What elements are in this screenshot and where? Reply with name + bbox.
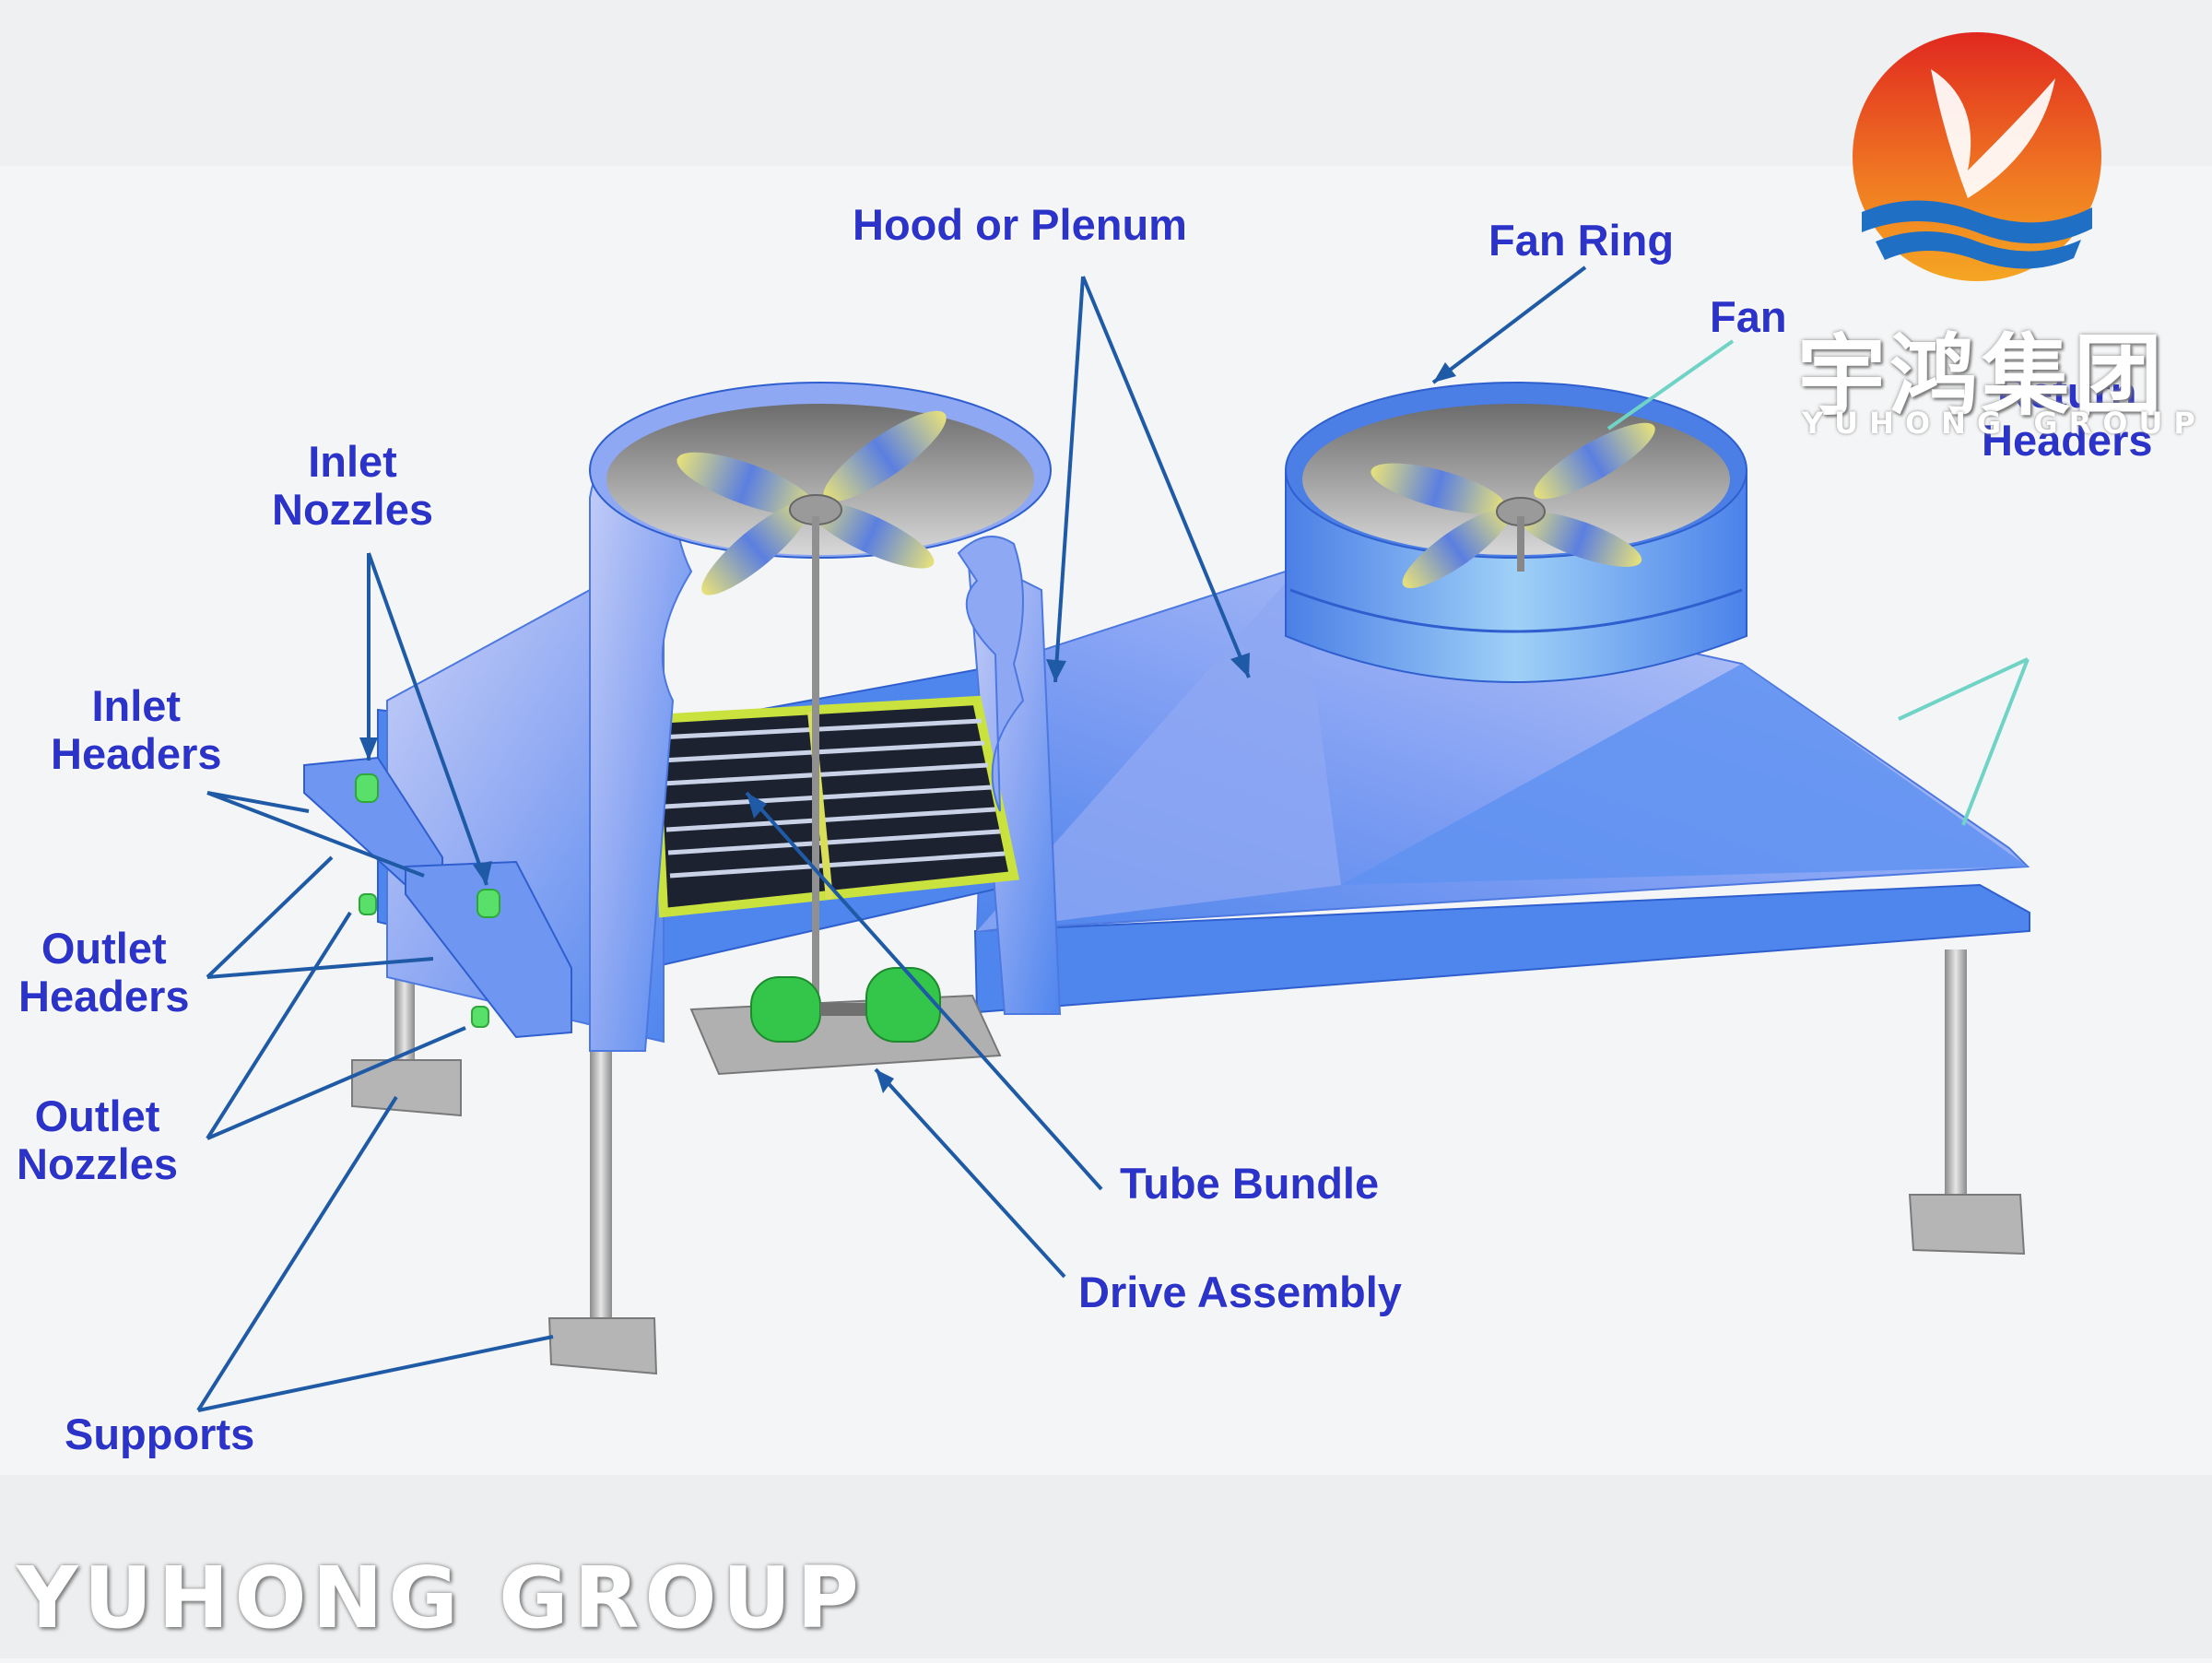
- label-outlet-headers: Outlet Headers: [18, 925, 190, 1020]
- support-leg-3: [1945, 949, 1967, 1217]
- label-inlet-nozzles: Inlet Nozzles: [272, 438, 433, 534]
- right-fan-blade-4: [1402, 508, 1511, 589]
- label-return-headers-line1: Return: [1997, 368, 2137, 417]
- arrow-outlet-headers-2: [206, 957, 434, 979]
- logo-chinese-text: 宇鸿集团: [1797, 324, 2166, 428]
- drive-assembly: [689, 967, 1002, 1076]
- label-fan-ring: Fan Ring: [1488, 216, 1675, 265]
- support-baseplate-2: [547, 1317, 658, 1375]
- label-supports: Supports: [65, 1409, 255, 1458]
- right-fan-shaft: [1517, 516, 1524, 572]
- right-plenum-face-left: [977, 567, 1341, 931]
- right-frame-rail: [973, 883, 2030, 1014]
- arrow-supports-1: [196, 1095, 398, 1412]
- label-inlet-headers: Inlet Headers: [51, 682, 222, 778]
- label-outlet-headers-line2: Headers: [18, 972, 190, 1020]
- label-drive-assembly: Drive Assembly: [1078, 1268, 1402, 1316]
- label-return-headers-line2: Headers: [1982, 416, 2153, 465]
- label-outlet-headers-line1: Outlet: [41, 924, 167, 973]
- arrow-outlet-headers-1: [206, 855, 334, 979]
- label-inlet-headers-line1: Inlet: [91, 681, 182, 730]
- arrowhead-inlet-nozzles-1: [359, 737, 378, 761]
- logo-wave-2: [1876, 231, 2081, 269]
- arrowhead-hood-2: [1230, 653, 1250, 678]
- right-fan-blade-1: [1371, 463, 1505, 514]
- arrow-fan: [1606, 339, 1735, 430]
- left-fan-blade-2: [823, 410, 947, 502]
- arrow-heads: [359, 362, 1456, 1093]
- support-baseplate-3: [1908, 1194, 2026, 1256]
- arrow-inlet-nozzles-2: [367, 552, 488, 886]
- drive-motor: [750, 976, 821, 1043]
- watermark-text: YUHONG GROUP: [17, 1549, 865, 1647]
- label-inlet-headers-line2: Headers: [51, 729, 222, 778]
- left-plenum-cutaway-right: [957, 536, 1025, 812]
- right-fan-blade-2: [1534, 422, 1655, 500]
- support-baseplate-1: [351, 1059, 462, 1117]
- tube-bundle-body: [649, 695, 1020, 918]
- drive-coupling: [820, 1003, 868, 1016]
- inlet-nozzle-2: [477, 889, 500, 918]
- supports-legs: [351, 922, 2026, 1375]
- tube-bundle-tubes: [658, 711, 1006, 900]
- outlet-header: [405, 860, 572, 1039]
- right-unit: [973, 382, 2030, 1014]
- right-fan-blade-3: [1519, 512, 1642, 567]
- arrowhead-fan-ring: [1433, 362, 1456, 383]
- label-inlet-nozzles-line1: Inlet: [308, 437, 397, 486]
- arrow-inlet-headers-1: [206, 791, 310, 813]
- outlet-nozzle-1: [359, 893, 377, 915]
- right-fan-ring-band: [1289, 588, 1743, 633]
- yuhong-logo-mark: [1853, 32, 2101, 281]
- headers: [303, 756, 572, 1039]
- background-band-top: [0, 0, 2212, 166]
- arrowhead-drive-assembly: [876, 1069, 894, 1093]
- arrow-outlet-nozzles-2: [206, 1026, 466, 1140]
- arrow-fan-ring: [1431, 265, 1587, 384]
- label-fan: Fan: [1710, 292, 1787, 341]
- arrow-supports-2: [197, 1335, 554, 1412]
- arrow-hood-2: [1081, 276, 1251, 678]
- arrowhead-hood-1: [1046, 659, 1066, 682]
- left-fan-ring-inner: [606, 404, 1034, 555]
- left-fan-blade-4: [701, 501, 810, 596]
- left-fan-shaft: [812, 516, 819, 996]
- arrow-hood-1: [1053, 276, 1085, 683]
- label-outlet-nozzles-line2: Nozzles: [17, 1139, 178, 1188]
- left-unit: [377, 382, 1062, 1052]
- right-plenum-face-right: [1341, 664, 2028, 885]
- label-return-headers: Return Headers: [1982, 369, 2153, 465]
- background-band-bottom: [0, 1475, 2212, 1658]
- arrow-tube-bundle: [745, 791, 1103, 1191]
- inlet-nozzle-1: [355, 773, 379, 803]
- drive-gearbox: [865, 967, 941, 1043]
- left-fan-blade-1: [677, 452, 817, 516]
- teal-leader-arrows: [1606, 339, 2030, 826]
- logo-wave-1: [1862, 200, 2092, 244]
- right-fan-ring-inner: [1302, 404, 1730, 555]
- arrowhead-tube-bundle: [747, 793, 767, 819]
- logo-english-text: YUHONG GROUP: [1802, 406, 2206, 441]
- arrow-return-headers-2: [1961, 658, 2030, 826]
- outlet-nozzle-2: [471, 1006, 489, 1028]
- arrow-inlet-headers-2: [206, 791, 425, 878]
- arrow-outlet-nozzles-1: [206, 911, 352, 1140]
- label-tube-bundle: Tube Bundle: [1120, 1159, 1380, 1208]
- label-hood-or-plenum: Hood or Plenum: [853, 200, 1187, 249]
- arrowhead-inlet-nozzles-2: [473, 861, 492, 885]
- label-outlet-nozzles-line1: Outlet: [34, 1091, 160, 1140]
- support-leg-2: [590, 1014, 612, 1346]
- arrow-drive-assembly: [874, 1067, 1066, 1279]
- label-outlet-nozzles: Outlet Nozzles: [17, 1092, 178, 1188]
- left-fan-blade-3: [807, 501, 935, 569]
- logo-bird: [1931, 69, 2055, 198]
- leader-arrows: [196, 265, 1587, 1412]
- arrow-return-headers-1: [1898, 657, 2029, 721]
- label-inlet-nozzles-line2: Nozzles: [272, 485, 433, 534]
